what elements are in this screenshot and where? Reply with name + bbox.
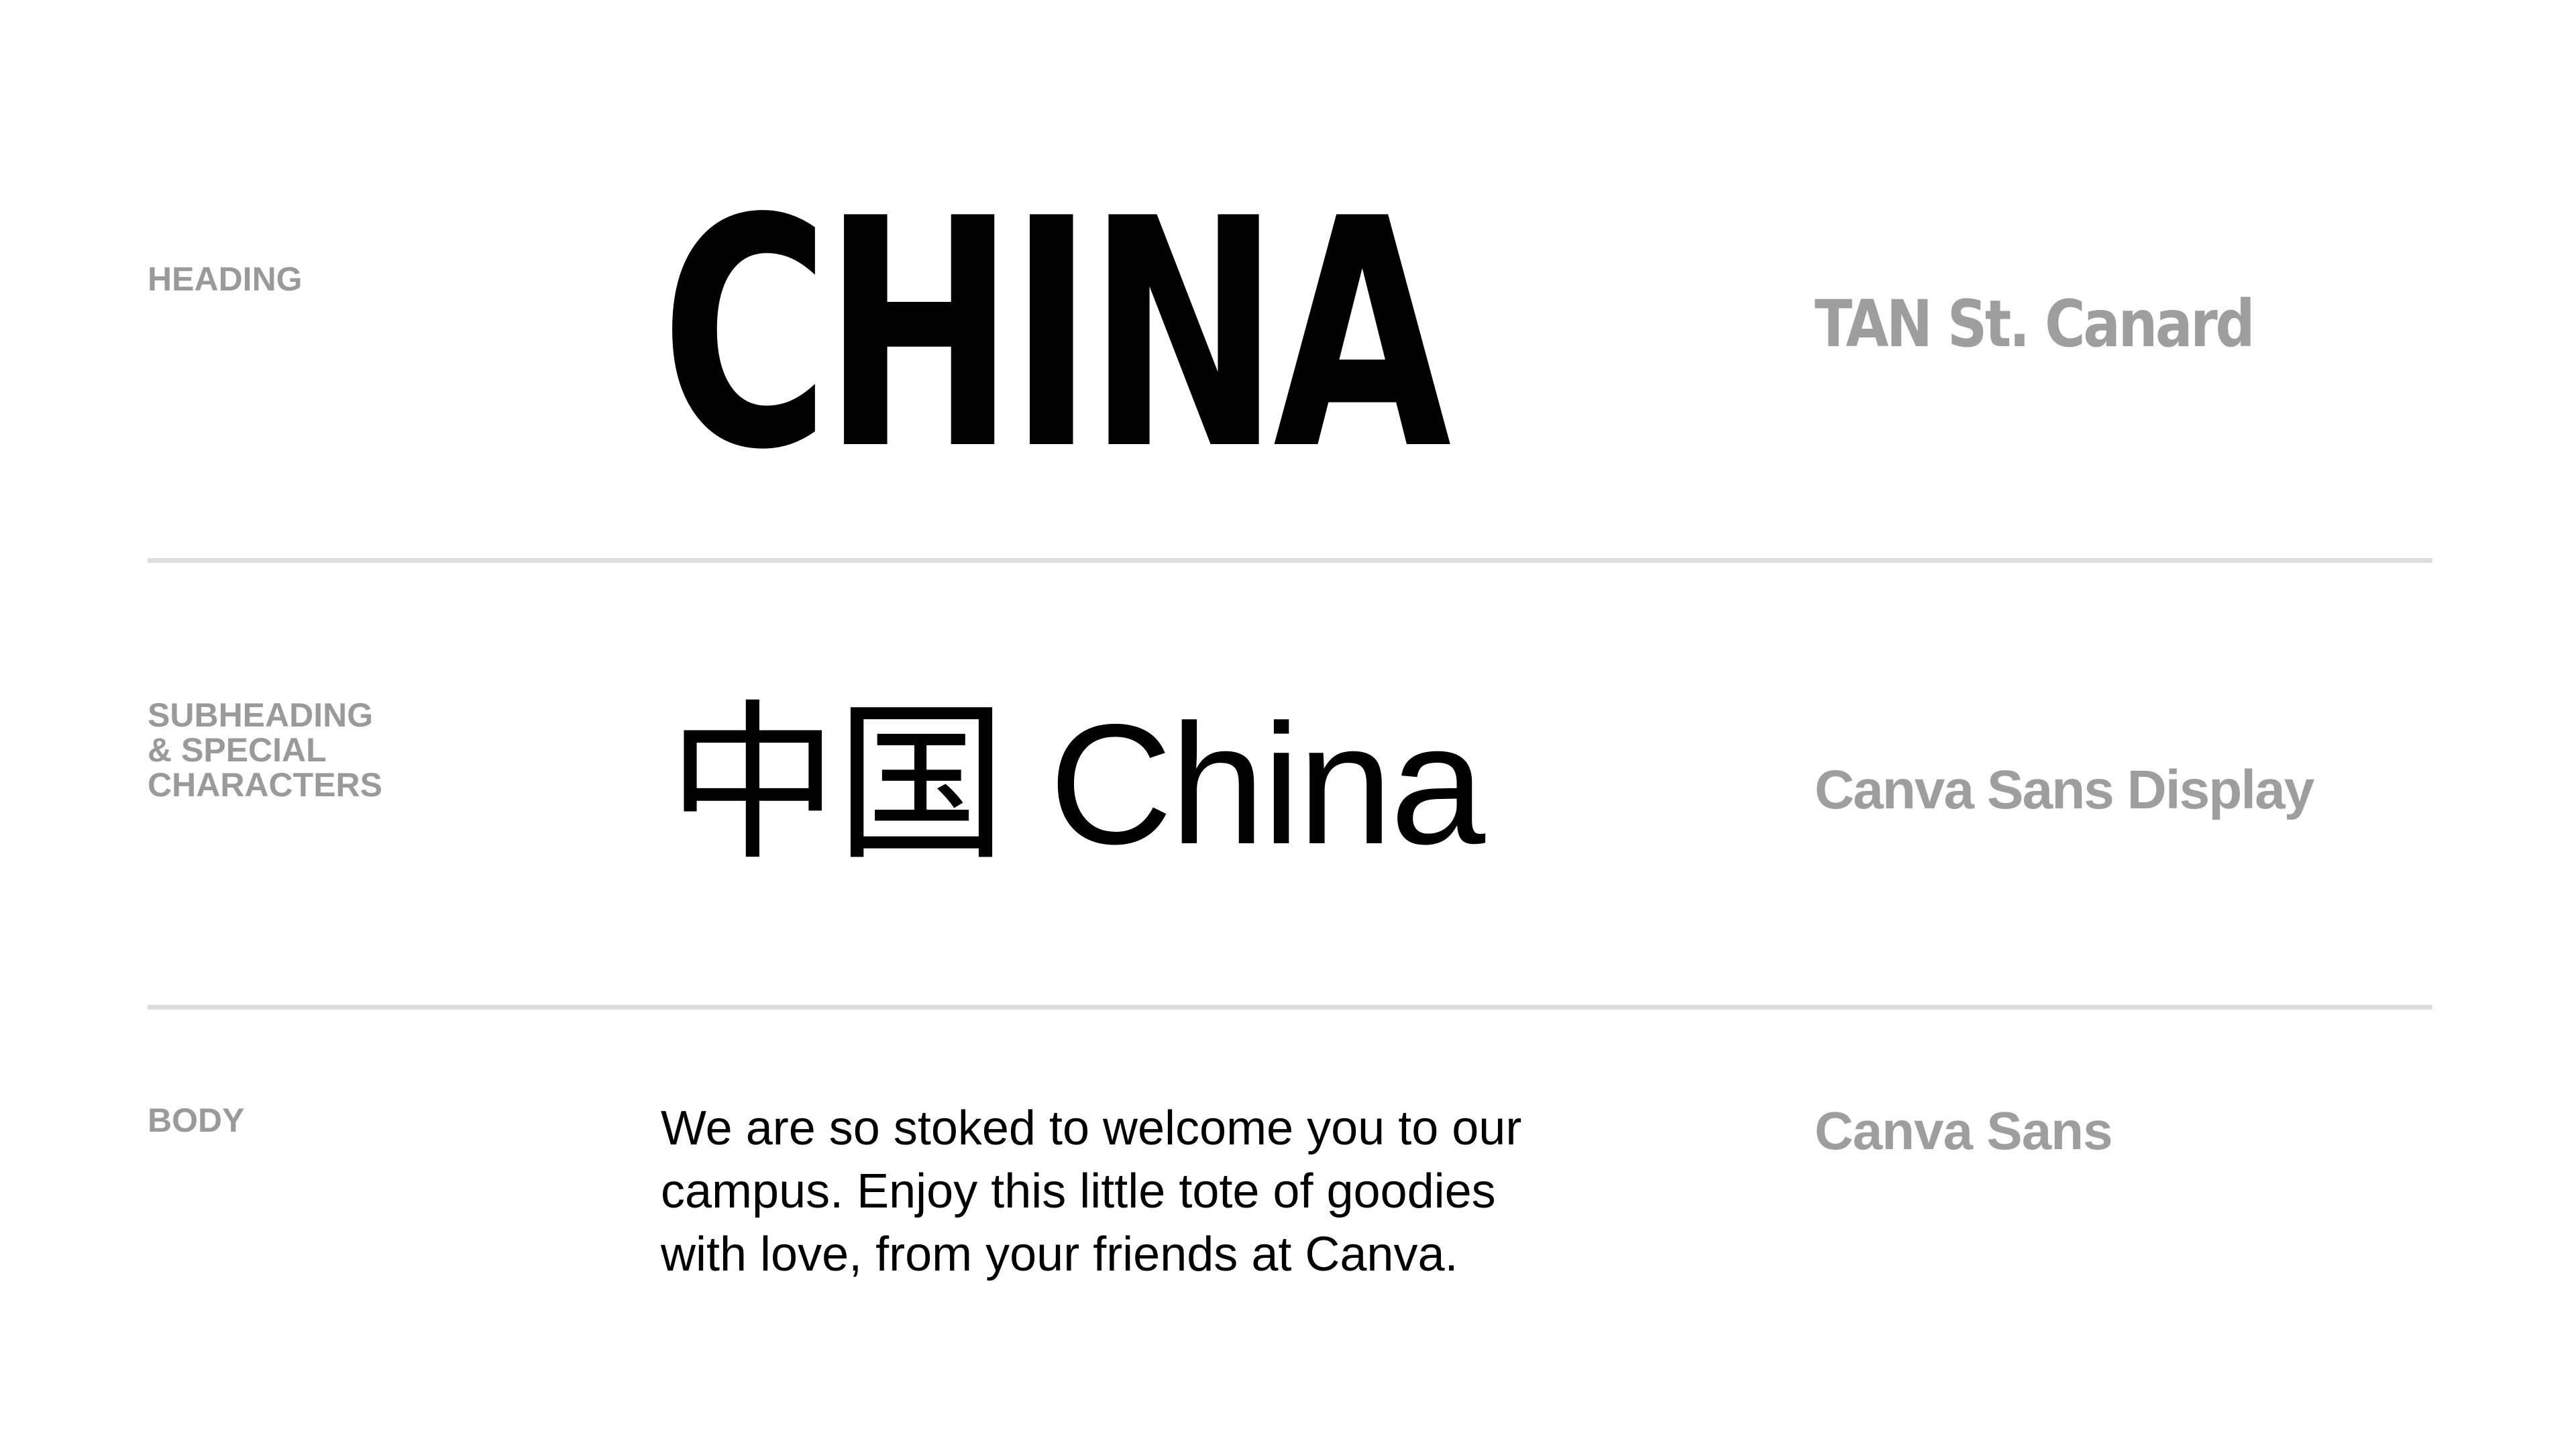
heading-sample: CHINA <box>661 152 1451 519</box>
subheading-sample: 中国 China <box>667 689 1485 880</box>
body-row-label: BODY <box>148 1102 245 1139</box>
subheading-label-line: & SPECIAL <box>148 731 327 769</box>
body-font-name: Canva Sans <box>1815 1101 2113 1161</box>
body-sample-paragraph: We are so stoked to welcome you to our c… <box>661 1102 1522 1281</box>
subheading-font-name: Canva Sans Display <box>1815 759 2314 820</box>
subheading-row-label: SUBHEADING & SPECIAL CHARACTERS <box>148 698 382 802</box>
divider-1 <box>148 558 2432 563</box>
divider-2 <box>148 1005 2432 1010</box>
subheading-label-line: CHARACTERS <box>148 766 382 804</box>
heading-row-label: HEADING <box>148 260 303 298</box>
heading-font-name: TAN St. Canard <box>1815 286 2255 362</box>
subheading-label-line: SUBHEADING <box>148 696 374 734</box>
